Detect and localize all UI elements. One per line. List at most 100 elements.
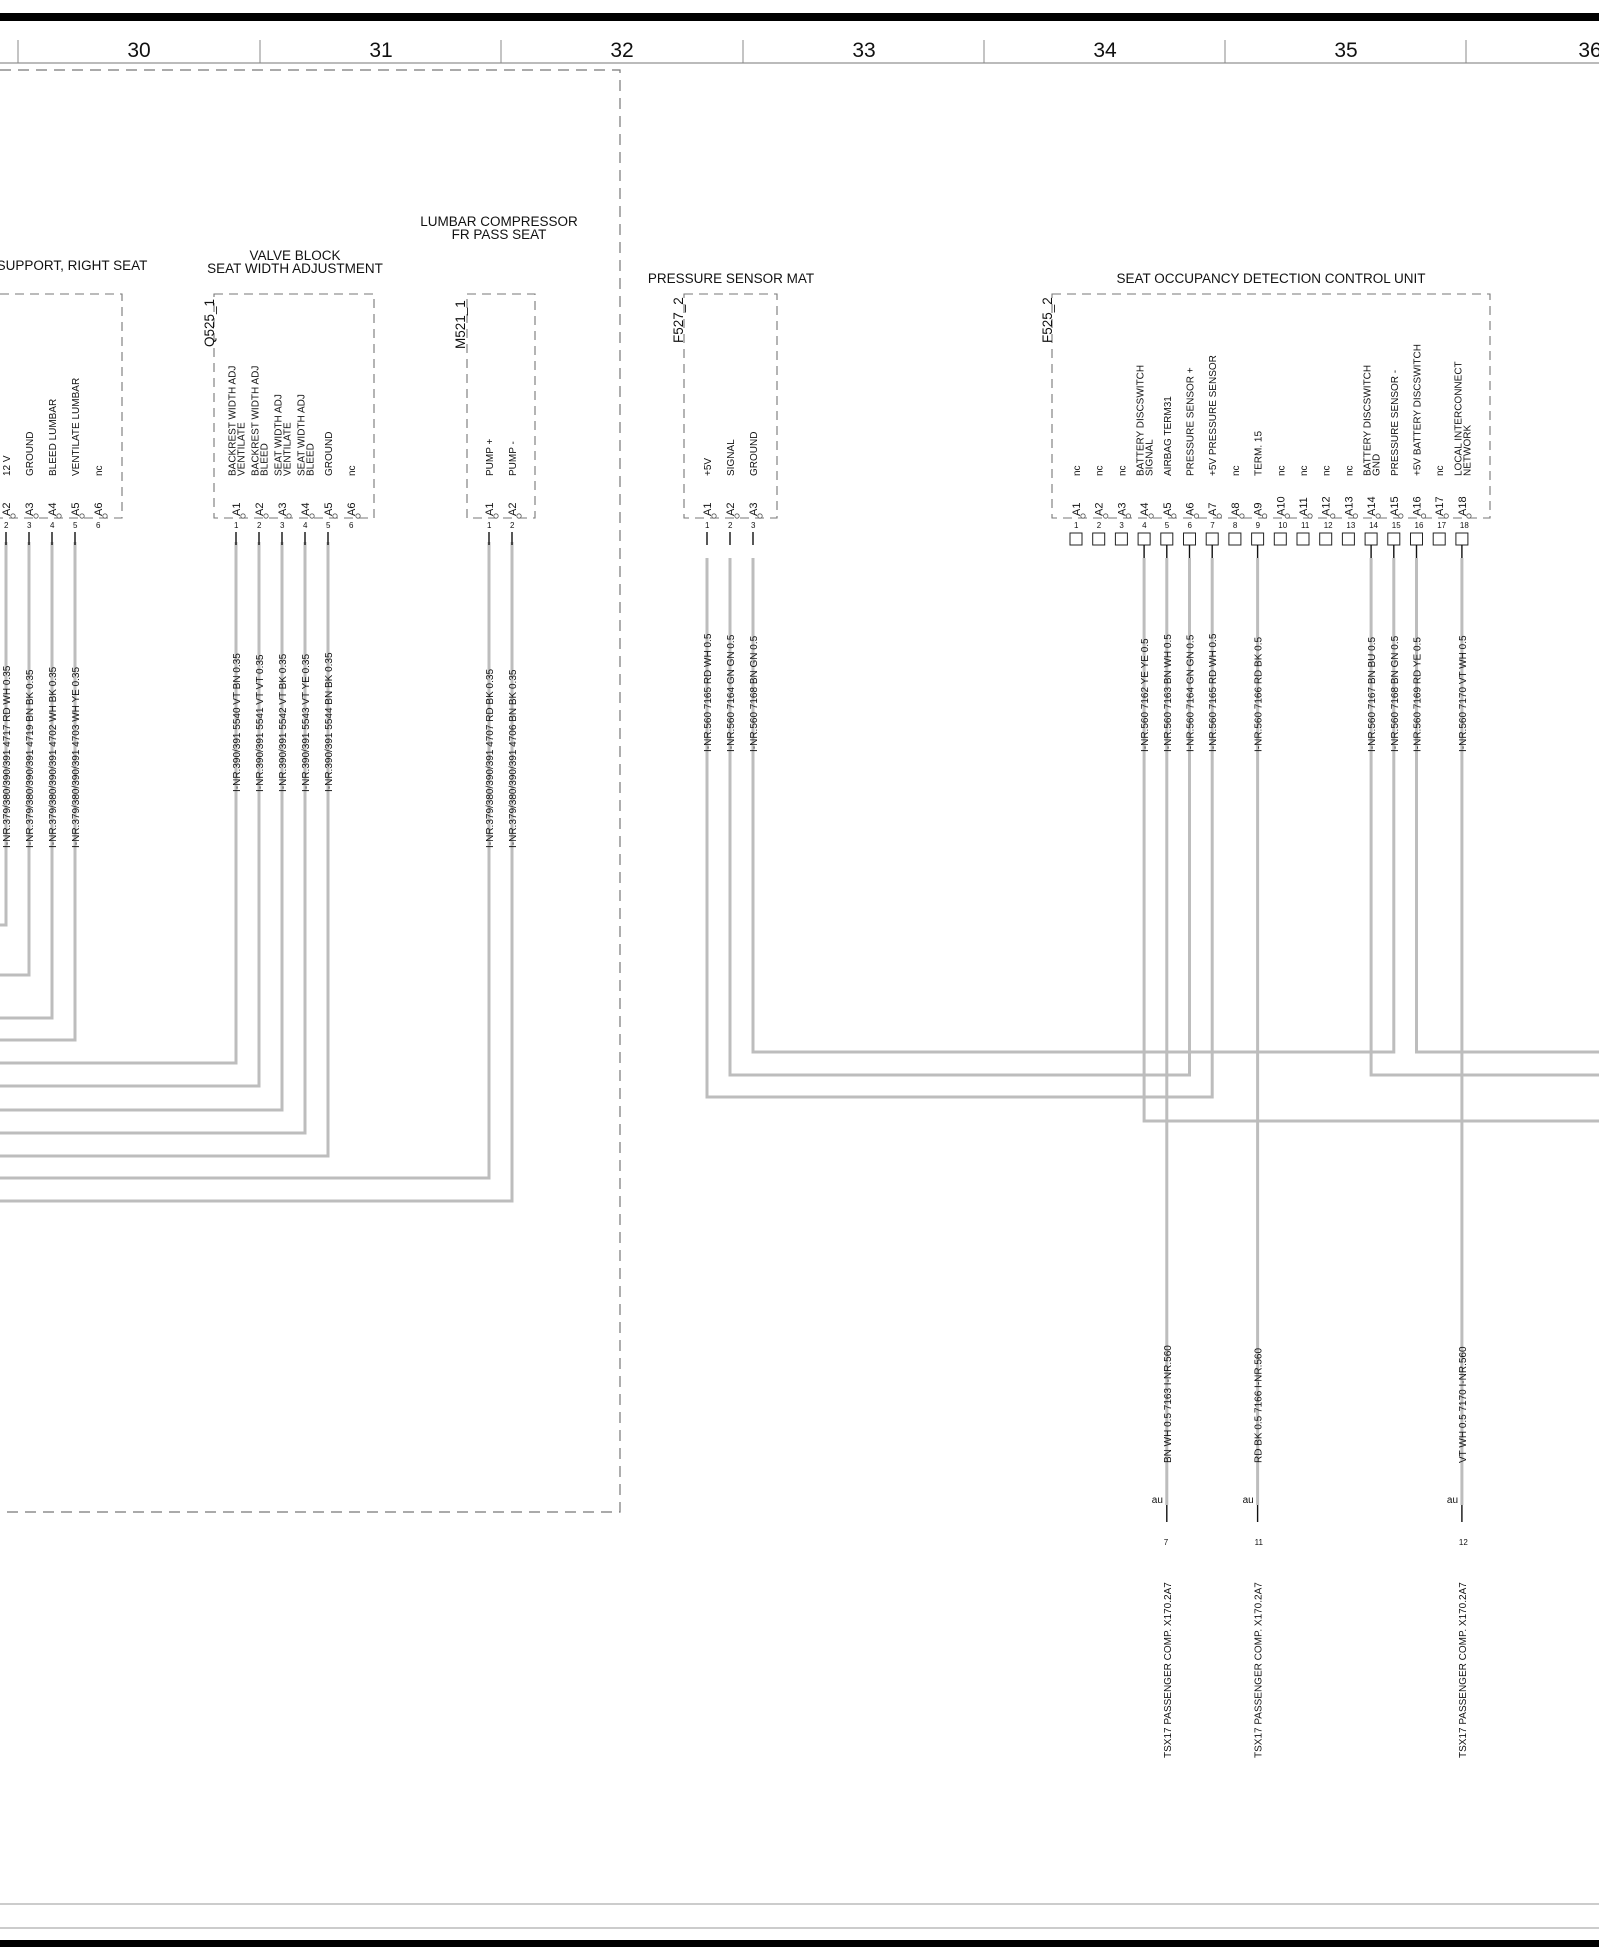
- wire-spec-label: I-NR.560 7162 YE YE 0.5: [1140, 638, 1151, 752]
- pin-number: 14: [1369, 521, 1378, 530]
- pressure-mat-title: PRESSURE SENSOR MAT: [648, 271, 814, 286]
- pin-designator: A3: [1116, 503, 1128, 516]
- pin-function-label: SIGNAL: [1145, 439, 1156, 476]
- lumbar-compressor-title: LUMBAR COMPRESSOR: [420, 214, 578, 229]
- pin-designator: A2: [725, 503, 737, 516]
- wire-spec-label: I-NR.560 7163 BN WH 0.5: [1163, 634, 1174, 752]
- pin-contact: [286, 513, 292, 519]
- output-pin-number: 11: [1255, 1538, 1264, 1547]
- pin-number: 15: [1392, 521, 1401, 530]
- pin-number: 18: [1460, 521, 1469, 530]
- pin-number: 1: [234, 521, 239, 530]
- pin-contact: [1193, 513, 1200, 519]
- occupancy-unit-title: SEAT OCCUPANCY DETECTION CONTROL UNIT: [1116, 271, 1425, 286]
- pin-function-label: nc: [1117, 465, 1128, 476]
- lumbar-compressor-box: [466, 293, 536, 519]
- mat-plus5v-wire: [705, 558, 1214, 1099]
- pin-function-label: PRESSURE SENSOR +: [1186, 367, 1197, 476]
- valve-block-title: VALVE BLOCK: [249, 248, 340, 263]
- output-destination: TSX17 PASSENGER COMP. X170.2A7: [1458, 1582, 1469, 1758]
- valve-block-wire: [0, 542, 238, 1065]
- pin-number: 16: [1415, 521, 1424, 530]
- pin-contact: [309, 513, 315, 519]
- pin-contact: [1466, 513, 1472, 519]
- wire-spec-label: I-NR.379/380/390/391 4707 RD BK 0.35: [485, 669, 496, 848]
- pin-contact: [1103, 513, 1109, 519]
- wire-spec-label: I-NR.560 7165 RD WH 0.5: [703, 633, 714, 752]
- pin-contact: [332, 513, 338, 519]
- output-au-label: au: [1152, 1495, 1163, 1506]
- output-pin-number: 7: [1164, 1538, 1169, 1547]
- wire-spec-label: I-NR.390/391 5540 VT BN 0.35: [232, 653, 243, 792]
- pin-terminal-square: [1251, 532, 1265, 546]
- pin-designator: A1: [484, 503, 496, 516]
- pin-designator: A2: [1094, 503, 1106, 516]
- pin-contact: [79, 513, 85, 519]
- grid-column-label: 30: [127, 39, 150, 62]
- pin-number: 3: [280, 521, 285, 530]
- pin-designator: A1: [231, 503, 243, 516]
- pin-number: 5: [1165, 521, 1170, 530]
- wire-spec-label: I-NR.390/391 5541 VT VT 0.35: [255, 654, 266, 792]
- grid-column-label: 34: [1093, 39, 1117, 62]
- output-destination: TSX17 PASSENGER COMP. X170.2A7: [1163, 1582, 1174, 1758]
- pin-contact: [757, 513, 763, 519]
- pin-function-label: nc: [347, 465, 358, 476]
- pin-number: 4: [303, 521, 308, 530]
- pin-number: 8: [1233, 521, 1238, 530]
- pin-contact: [1080, 513, 1086, 519]
- pin-function-label: nc: [1276, 465, 1287, 476]
- wire-routes: [0, 542, 1599, 1505]
- lumbar-support-box: [0, 293, 123, 519]
- pin-function-label: LOCAL INTERCONNECT: [1453, 361, 1464, 476]
- output-pin-number: 12: [1459, 1538, 1468, 1547]
- pin-contact: [102, 513, 108, 519]
- valve-block-id: Q525_1: [202, 299, 217, 347]
- pin-contact: [263, 513, 269, 519]
- lumbar-support-wire: [0, 542, 77, 1042]
- pin-designator: A6: [1185, 503, 1197, 516]
- pin-function-label: nc: [1072, 465, 1083, 476]
- pin-designator: A4: [300, 503, 312, 516]
- pin-terminal-square: [1183, 532, 1196, 546]
- output-wire-spec: VT WH 0.5 7170 I-NR.560: [1458, 1346, 1469, 1463]
- pin-designator: A1: [1071, 503, 1083, 516]
- pin-contact: [1125, 513, 1132, 519]
- mat-ground-wire: [751, 558, 1396, 1054]
- pin-contact: [355, 513, 361, 519]
- pin-number: 7: [1210, 521, 1215, 530]
- lumbar-support-title: SUPPORT, RIGHT SEAT: [0, 258, 147, 273]
- top-border-bar: [0, 13, 1599, 21]
- pin-terminal-square: [1205, 532, 1219, 546]
- pin-contact: [1375, 513, 1381, 519]
- seat-frame-boundary: [0, 69, 621, 1513]
- pin-designator: A1: [702, 503, 714, 516]
- pin-function-label: VENTILATE LUMBAR: [71, 378, 82, 476]
- pin-designator: A2: [507, 503, 519, 516]
- grid-column-label: 32: [610, 39, 633, 62]
- wire-spec-label: I-NR.390/391 5543 VT YE 0.35: [301, 654, 312, 792]
- pin-designator: A2: [254, 503, 266, 516]
- valve-block-wire: [0, 542, 261, 1088]
- pin-function-label: nc: [1231, 465, 1242, 476]
- pin-function-label: PUMP +: [485, 439, 496, 476]
- valve-block-box: [213, 293, 375, 519]
- compressor-wire: [0, 542, 491, 1180]
- lumbar-compressor-id: M521_1: [453, 300, 468, 349]
- pin-function-label: NETWORK: [1462, 425, 1473, 476]
- wire-spec-label: I-NR.379/380/390/391 4703 WH YE 0.35: [71, 667, 82, 848]
- pin-number: 5: [73, 521, 78, 530]
- pin-contact: [493, 513, 499, 519]
- lumbar-support-wire: [0, 542, 54, 1020]
- mat-signal-wire: [728, 558, 1191, 1077]
- pin-function-label: SEAT WIDTH ADJ: [297, 394, 308, 476]
- pin-function-label: nc: [1095, 465, 1106, 476]
- pin-function-label: BACKREST WIDTH ADJ: [228, 366, 239, 476]
- lumbar-support-wire: [0, 542, 8, 927]
- pin-contact: [1398, 513, 1404, 519]
- occ-a4-wire: [1142, 558, 1599, 1123]
- wire-spec-label: I-NR.560 7170 VT WH 0.5: [1458, 635, 1469, 752]
- grid-column-label: 33: [852, 39, 875, 62]
- wire-spec-label: I-NR.560 7164 GN GN 0.5: [726, 634, 737, 752]
